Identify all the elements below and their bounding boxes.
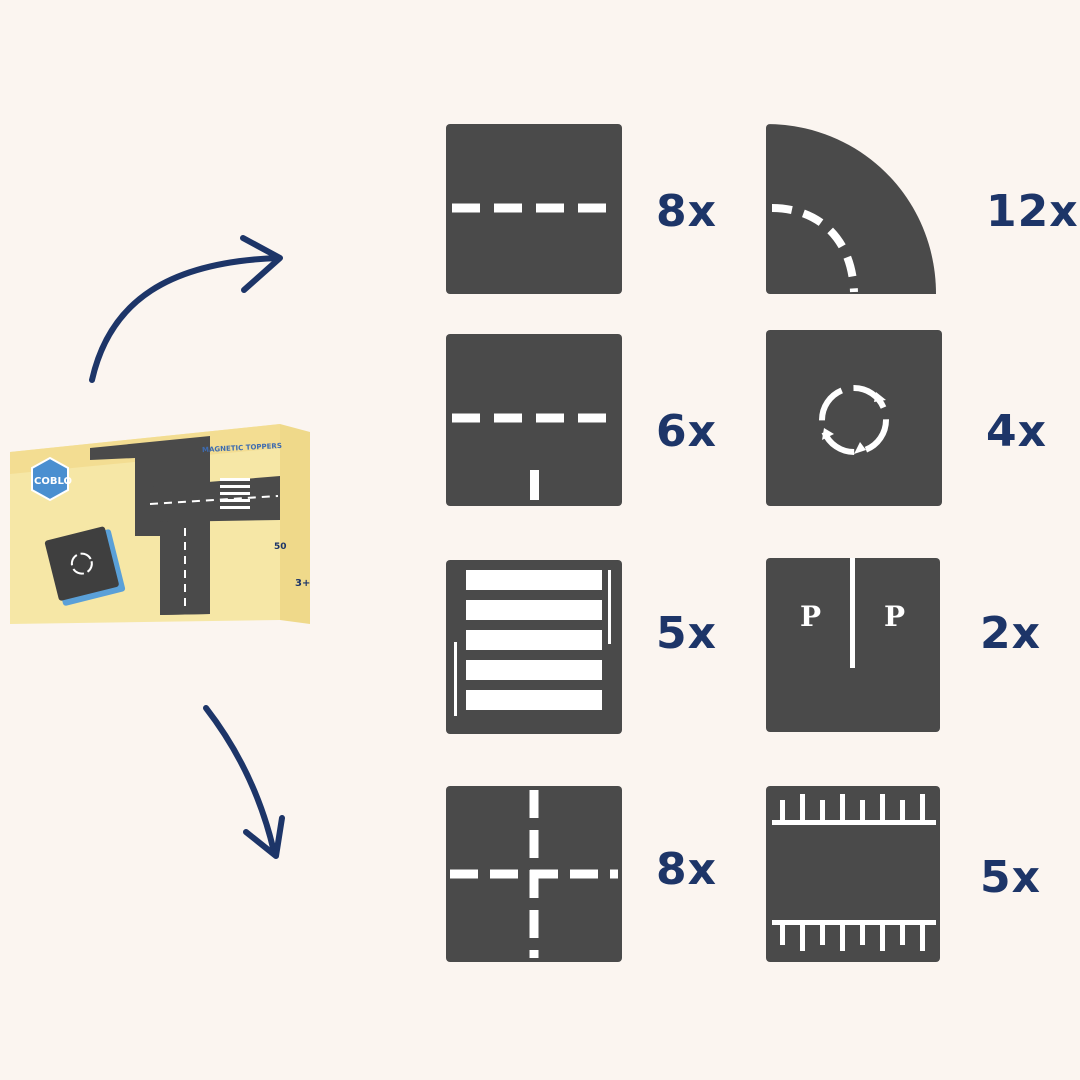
tile-parking-lot <box>766 786 940 962</box>
age-badge: 3+ <box>295 578 311 589</box>
tile-roundabout <box>766 330 942 506</box>
tile-t-junction <box>446 334 622 506</box>
crosswalk-icon <box>454 570 611 716</box>
curve-road-icon <box>766 124 936 294</box>
brand-logo-text: COBLO <box>34 476 72 487</box>
arrow-up-right-icon <box>89 235 283 383</box>
tile-parking: P P <box>766 558 940 732</box>
crossroads-icon <box>450 790 618 958</box>
tile-straight-road <box>446 124 622 294</box>
tile-count: 4x <box>986 406 1047 457</box>
tile-count: 8x <box>656 844 717 895</box>
product-box-illustration <box>10 424 310 624</box>
tile-curve-road <box>766 124 942 294</box>
tile-count: 2x <box>980 608 1041 659</box>
tile-count: 8x <box>656 186 717 237</box>
parking-lot-icon <box>772 794 936 951</box>
parking-label: P <box>884 600 906 633</box>
straight-road-icon <box>452 203 618 213</box>
roundabout-icon <box>819 385 889 455</box>
parking-icon <box>850 558 855 668</box>
tile-crosswalk <box>446 560 622 734</box>
product-box: COBLO MAGNETIC TOPPERS 50 3+ <box>10 418 312 632</box>
tile-count: 6x <box>656 406 717 457</box>
tile-count: 12x <box>986 186 1079 237</box>
piece-count-badge: 50 <box>274 542 287 552</box>
tile-count: 5x <box>656 608 717 659</box>
parking-label: P <box>800 600 822 633</box>
tile-count: 5x <box>980 852 1041 903</box>
arrow-down-right-icon <box>203 705 285 859</box>
tile-crossroads <box>446 786 622 962</box>
t-junction-icon <box>452 413 618 500</box>
